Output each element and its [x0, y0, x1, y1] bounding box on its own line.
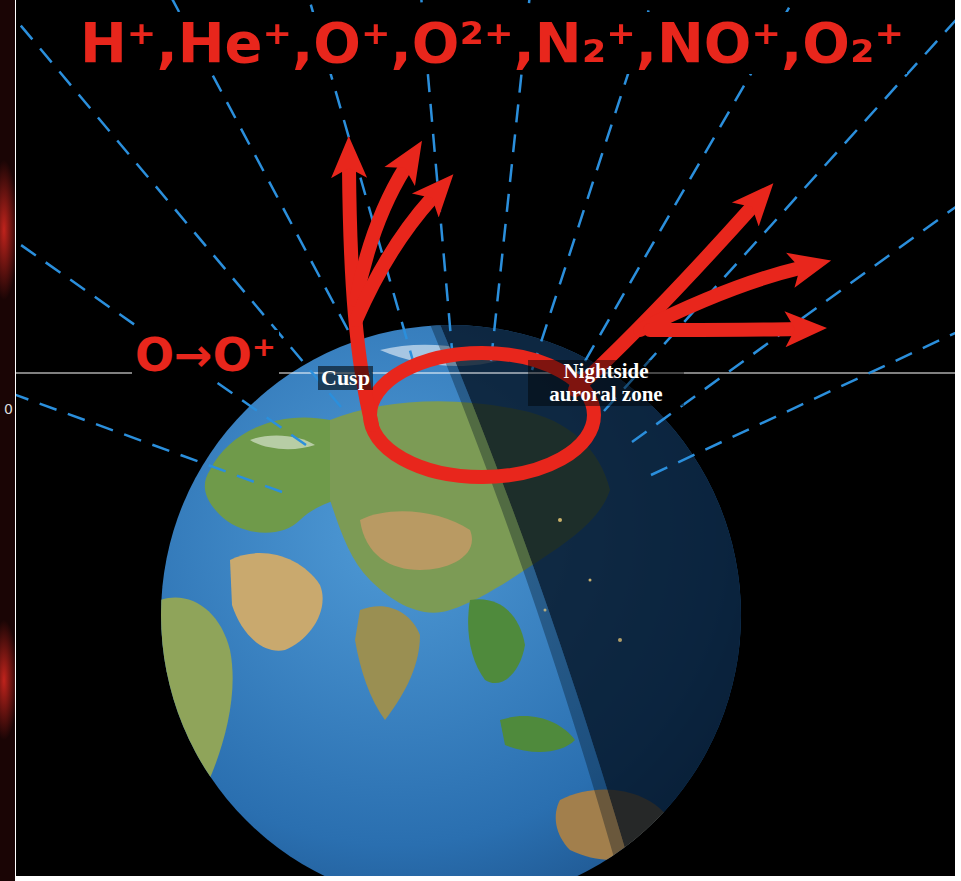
ion-species: H⁺,He⁺,O⁺,O²⁺,N₂⁺,NO⁺,O₂⁺	[77, 12, 907, 74]
field-lines	[16, 0, 955, 492]
earth	[150, 300, 800, 876]
region-label: Cusp	[318, 366, 373, 390]
region-label: Nightside auroral zone	[528, 360, 684, 406]
ionization-note: O→O⁺	[132, 330, 279, 381]
ion-outflow-arrows	[349, 168, 800, 477]
axis-tick: 0	[1, 402, 16, 417]
side-strip	[0, 0, 15, 881]
